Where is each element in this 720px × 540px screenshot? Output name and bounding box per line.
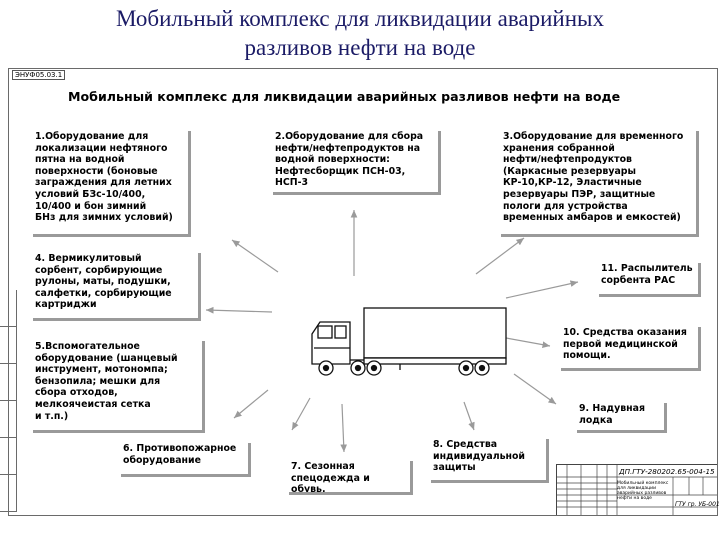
box-fire-equipment: 6. Противопожарное оборудование — [118, 440, 248, 474]
arrow-icon — [233, 389, 269, 419]
sheet-stamp: ЭНУФ05.03.1 — [12, 70, 66, 80]
box-sorbent-sprayer: 11. Распылитель сорбента РАС — [596, 260, 698, 294]
slide-title-line1: Мобильный комплекс для ликвидации аварий… — [116, 6, 604, 31]
diagram-title: Мобильный комплекс для ликвидации аварий… — [68, 89, 621, 104]
truck-icon — [311, 307, 507, 376]
title-block: ДП.ГТУ-280202.65-004-15 Мобильный компле… — [556, 464, 720, 515]
title-block-code: ДП.ГТУ-280202.65-004-15 — [619, 467, 715, 476]
margin-cell — [0, 327, 16, 364]
box-seasonal-workwear: 7. Сезонная спецодежда и обувь. — [286, 458, 410, 492]
box-first-aid: 10. Средства оказания первой медицинской… — [558, 324, 698, 368]
title-block-sheet-number: ГТУ гр. УБ-001 — [675, 501, 720, 508]
box-localization-equipment: 1.Оборудование для локализации нефтяного… — [30, 128, 188, 234]
margin-cell — [0, 401, 16, 438]
box-sorbents: 4. Вермикулитовый сорбент, сорбирующие р… — [30, 250, 198, 318]
arrow-icon — [340, 403, 348, 453]
arrow-icon — [463, 401, 475, 431]
box-auxiliary-equipment: 5.Вспомогательное оборудование (шанцевый… — [30, 338, 202, 430]
arrow-icon — [475, 237, 525, 275]
arrow-icon — [291, 397, 311, 431]
margin-strip — [0, 290, 17, 512]
margin-cell — [0, 290, 16, 327]
box-protective-equipment: 8. Средства индивидуальной защиты — [428, 436, 546, 480]
box-collection-equipment: 2.Оборудование для сбора нефти/нефтепрод… — [270, 128, 438, 192]
margin-cell — [0, 364, 16, 401]
title-block-description: Мобильный комплекс для ликвидации аварий… — [617, 481, 669, 501]
slide-title: Мобильный комплекс для ликвидации аварий… — [0, 4, 720, 62]
title-block-grid — [557, 465, 717, 515]
arrow-icon — [513, 373, 557, 405]
arrow-icon — [205, 306, 273, 314]
margin-cell — [0, 438, 16, 475]
arrow-icon — [505, 337, 551, 348]
margin-cell — [0, 475, 16, 512]
arrow-icon — [505, 280, 579, 299]
arrow-icon — [231, 239, 279, 273]
box-storage-equipment: 3.Оборудование для временного хранения с… — [498, 128, 696, 234]
slide-title-line2: разливов нефти на воде — [244, 35, 476, 60]
box-inflatable-boat: 9. Надувная лодка — [574, 400, 664, 430]
